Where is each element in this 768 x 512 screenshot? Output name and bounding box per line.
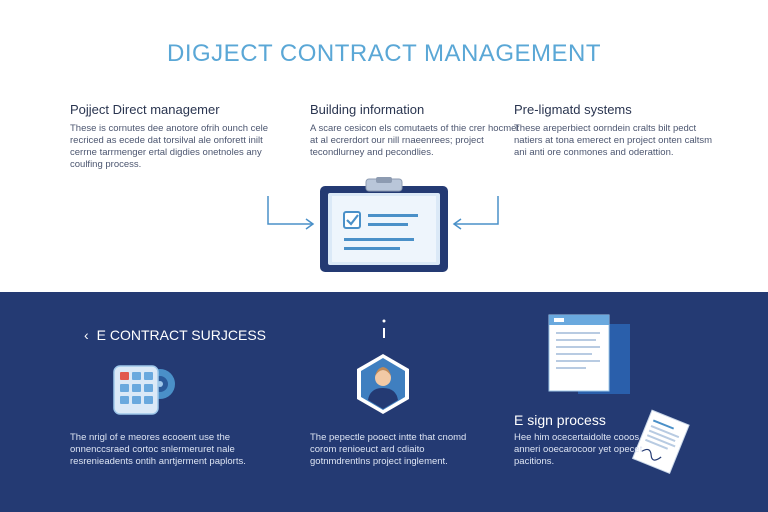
bottom-heading: ‹ E CONTRACT SURJCESS (84, 327, 266, 343)
column-text: These areperbiect oorndein cralts bilt p… (514, 123, 713, 158)
info-column-pre-ligmatd-systems: Pre-ligmatd systems These areperbiect oo… (514, 102, 724, 159)
e-sign-text: Hee him ocecertaidolte cooos anneri ooec… (514, 432, 643, 467)
heading-text: E CONTRACT SURJCESS (96, 327, 266, 343)
dot-connector (382, 319, 386, 338)
document-stack-icon (548, 314, 630, 394)
e-sign-title: E sign process (514, 412, 606, 428)
page-title: DIGJECT CONTRACT MANAGEMENT (167, 40, 601, 67)
column-title: Pojject Direct managemer (70, 102, 220, 117)
description-text: The nrigl of e meores ecooent use the on… (70, 432, 246, 467)
info-column-building-information: Building information A scare cesicon els… (310, 102, 520, 159)
description-text: The pepectle pooect intte that cnomd cor… (310, 432, 467, 467)
clipboard-tablet-icon (320, 177, 448, 272)
user-hexagon-icon (357, 354, 409, 414)
column-text: A scare cesicon els comutaets of thie cr… (310, 123, 520, 158)
info-column-project-direct: Pojject Direct managemer These is cornut… (70, 102, 280, 171)
arrow-right-icon (267, 196, 315, 230)
e-sign-process: E sign process Hee him ocecertaidolte co… (514, 412, 644, 468)
column-title: Pre-ligmatd systems (514, 102, 632, 117)
heading-arrow-icon: ‹ (84, 327, 89, 343)
column-title: Building information (310, 102, 425, 117)
column-text: These is cornutes dee anotore ofrih ounc… (70, 123, 269, 170)
contract-success-description: The nrigl of e meores ecooent use the on… (70, 432, 280, 468)
signed-document-icon (631, 409, 690, 475)
calendar-disc-icon (113, 365, 175, 415)
project-implement-description: The pepectle pooect intte that cnomd cor… (310, 432, 480, 468)
arrow-left-icon (452, 196, 499, 230)
